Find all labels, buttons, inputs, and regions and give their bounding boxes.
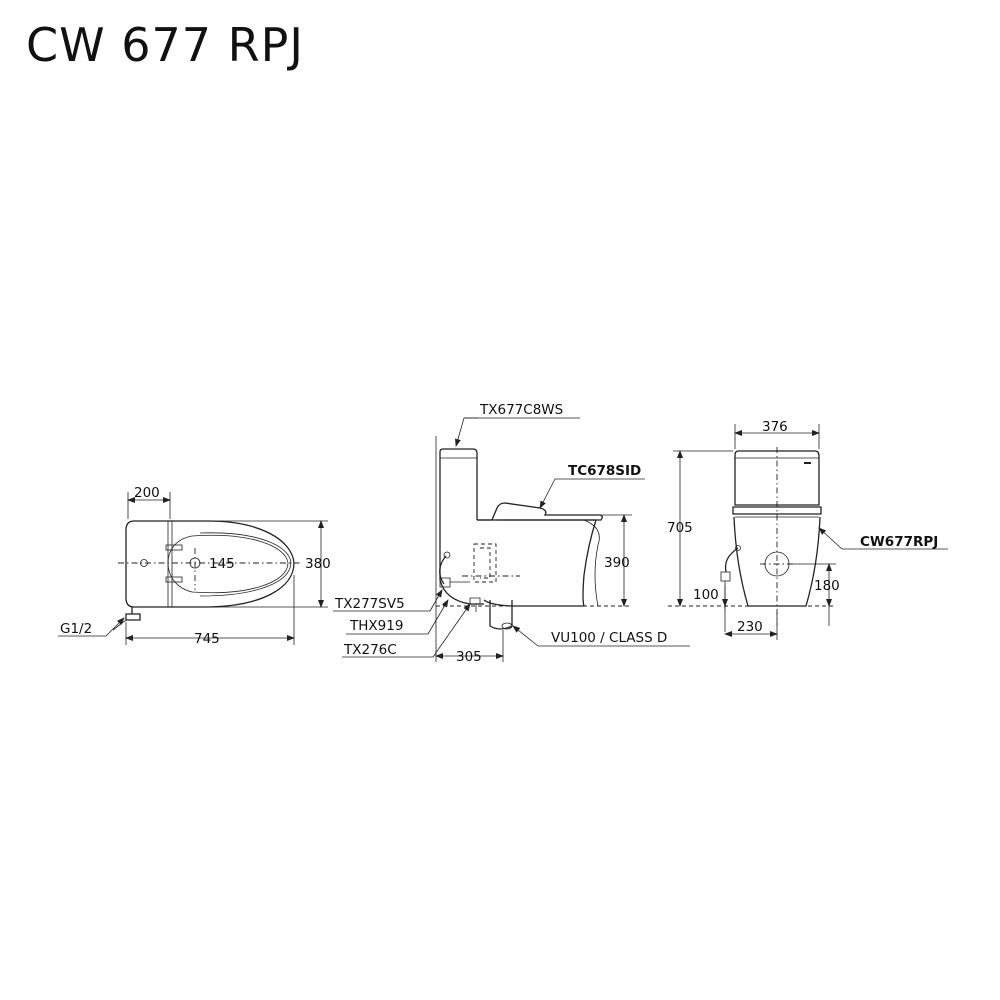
page-title: CW 677 RPJ [26,18,304,72]
top-view-bowl [167,534,289,594]
model-code-label: CW677RPJ [860,534,938,550]
dim-305-label: 305 [456,649,482,665]
side-tank [439,448,478,520]
front-tank [734,450,820,506]
seat-code-label: TC678SID [568,463,641,479]
dim-390-label: 390 [604,555,630,571]
side-bowl [477,519,597,607]
dim-376-label: 376 [762,419,788,435]
side-seat [477,502,603,521]
top-view-outline [125,520,295,608]
dim-745-label: 745 [194,631,220,647]
dim-100-label: 100 [693,587,719,603]
top-view: 200 145 380 745 G1/2 [58,485,331,647]
valve-code-label: TX277SV5 [334,596,405,612]
outlet-code-label: VU100 / CLASS D [551,630,667,646]
hose-code-label: THX919 [349,618,403,634]
inlet-label: G1/2 [60,621,92,637]
front-view: 376 705 CW677RPJ 100 180 230 [667,419,948,640]
tank-code-label: TX677C8WS [479,402,563,418]
dim-145-label: 145 [209,556,235,572]
dim-230-label: 230 [737,619,763,635]
dim-705-label: 705 [667,520,693,536]
dim-200-label: 200 [134,485,160,501]
dim-180-label: 180 [814,578,840,594]
trap-code-label: TX276C [343,642,397,658]
dim-380-label: 380 [305,556,331,572]
side-view: TX677C8WS TC678SID 390 TX277SV5 THX919 T… [333,402,690,665]
